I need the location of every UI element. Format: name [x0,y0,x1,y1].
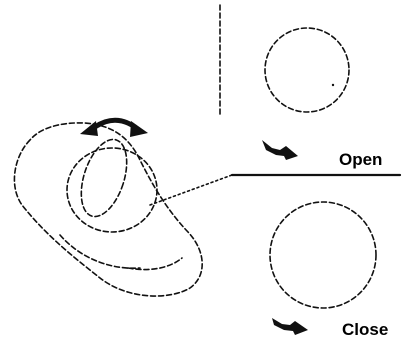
knob-handle [13,122,203,297]
small-arrow-icon [272,318,308,335]
close-state-circle [269,201,377,309]
projection-line [149,174,233,206]
small-arrow-icon [262,140,298,160]
close-label: Close [342,320,388,339]
open-state-circle [264,27,350,113]
open-label: Open [339,150,382,169]
curved-double-arrow-icon [80,117,148,137]
